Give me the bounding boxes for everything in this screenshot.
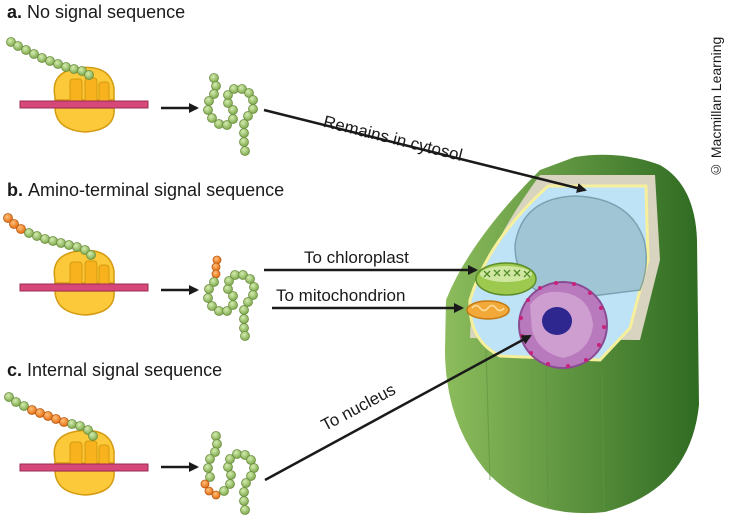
- nascent-chain-a: [6, 37, 94, 80]
- nascent-chain-c: [4, 392, 98, 441]
- panel-b-title: b.Amino-terminal signal sequence: [7, 180, 284, 200]
- arrow-to-cytosol: [263, 108, 587, 193]
- panel-c-title-text: Internal signal sequence: [27, 360, 223, 380]
- mrna-c: [19, 463, 149, 472]
- mrna-a: [19, 100, 149, 109]
- panel-a-title-text: No signal sequence: [27, 2, 186, 22]
- panel-b-letter: b.: [7, 180, 23, 200]
- mrna-b: [19, 283, 149, 292]
- label-to-chloroplast: To chloroplast: [304, 248, 409, 267]
- folded-protein-a: [203, 73, 258, 156]
- panel-c-letter: c.: [7, 360, 23, 380]
- panel-a-title: a.No signal sequence: [7, 2, 185, 22]
- nascent-chain-b: [3, 213, 96, 260]
- panel-b-art: [3, 213, 478, 341]
- panel-c-art: [4, 334, 532, 515]
- copyright-notice: © Macmillan Learning: [708, 36, 724, 178]
- mitochondrion: [466, 300, 510, 320]
- folded-protein-b: [203, 255, 259, 341]
- arrow-to-nucleus: [264, 334, 532, 482]
- plant-cell: [445, 154, 699, 514]
- nucleus: [518, 281, 608, 369]
- panel-b-title-text: Amino-terminal signal sequence: [28, 180, 285, 200]
- ribosome-c: [53, 429, 115, 496]
- chloroplast: [475, 262, 537, 296]
- folded-protein-c: [200, 431, 259, 515]
- panel-c-title: c.Internal signal sequence: [7, 360, 222, 380]
- ribosome-a: [53, 66, 115, 133]
- ribosome-b: [53, 249, 115, 316]
- panel-a-letter: a.: [7, 2, 23, 22]
- label-to-mitochondrion: To mitochondrion: [276, 286, 406, 305]
- panel-a-art: [6, 37, 587, 193]
